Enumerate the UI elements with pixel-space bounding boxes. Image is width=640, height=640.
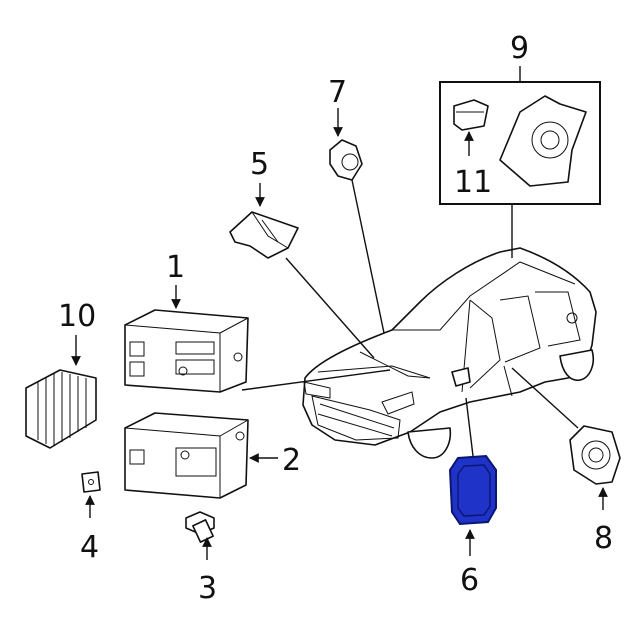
callout-4: 4 — [80, 530, 99, 565]
part-11-connector — [453, 99, 489, 131]
callout-11: 11 — [454, 165, 492, 200]
part-7-tweeter — [329, 139, 363, 181]
callout-6: 6 — [460, 563, 479, 598]
leader-lines — [71, 66, 608, 560]
vehicle-outline — [302, 247, 597, 459]
part-8-rear-speaker — [569, 425, 621, 485]
callout-3: 3 — [198, 571, 217, 606]
callout-1: 1 — [166, 250, 185, 285]
part-9-subwoofer — [499, 95, 587, 187]
part-3-bolt — [185, 511, 215, 543]
part-10-amplifier — [25, 369, 97, 449]
callout-7: 7 — [328, 75, 347, 110]
part-5-module — [229, 211, 299, 259]
part-2-navigation-unit — [124, 412, 249, 499]
part-1-radio-unit — [124, 309, 249, 393]
part-4-clip — [81, 471, 101, 493]
callout-10: 10 — [58, 299, 96, 334]
callout-5: 5 — [250, 147, 269, 182]
callout-9: 9 — [510, 31, 529, 66]
part-6-speaker-highlighted — [448, 454, 497, 526]
callout-2: 2 — [282, 443, 301, 478]
callout-8: 8 — [594, 521, 613, 556]
